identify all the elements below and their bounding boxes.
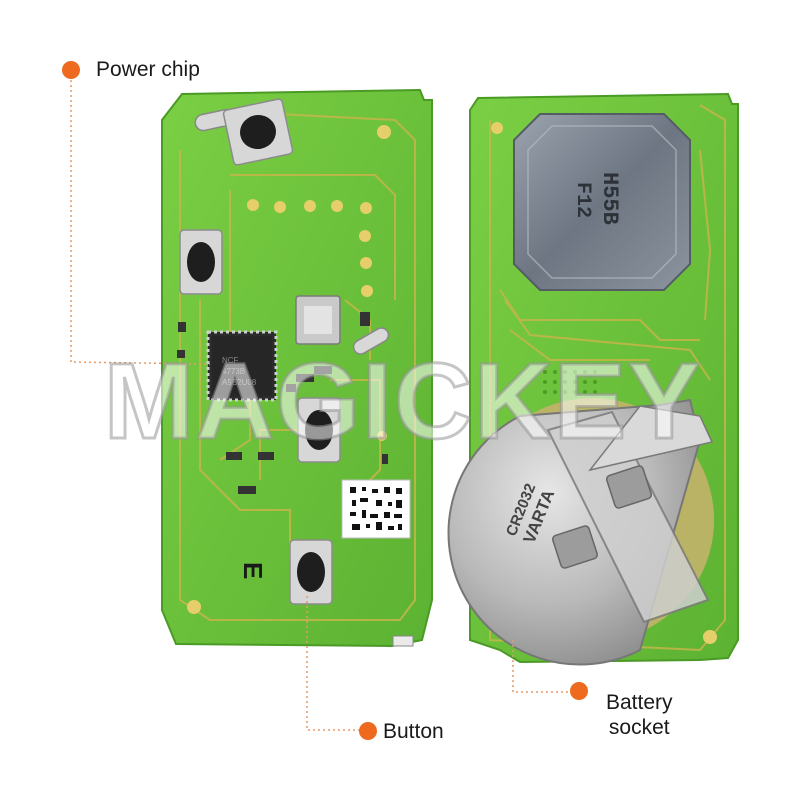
- battery-socket: CR2032 VARTA: [447, 398, 714, 666]
- left-pcb-board: NCF 4773B A5S2U08: [161, 88, 433, 648]
- button-label: Button: [383, 720, 444, 743]
- shield-marking-1: H55B: [597, 172, 622, 225]
- shield-marking-2: F12: [571, 182, 594, 218]
- power-chip-marking-2: 4773B: [222, 367, 245, 376]
- via-array: [543, 370, 597, 394]
- power-chip-leader: [70, 80, 211, 365]
- right-pcb-board: H55B F12 CR2032 VARTA: [447, 92, 739, 666]
- power-chip-marking-3: A5S2U08: [222, 378, 257, 387]
- watermark: MAGICKEY: [102, 339, 703, 463]
- tact-button: [289, 539, 333, 605]
- silkscreen-mark: E: [238, 562, 268, 579]
- tact-button: [222, 98, 294, 166]
- shielded-module: H55B F12: [513, 113, 691, 291]
- battery-socket-label-line1: Battery: [606, 691, 673, 714]
- small-crystal: [352, 327, 390, 355]
- tact-button: [297, 397, 341, 463]
- oscillator-module: [295, 295, 341, 345]
- battery-socket-bullet-icon: [570, 682, 588, 700]
- battery-socket-label: Battery socket: [606, 690, 673, 740]
- power-chip: NCF 4773B A5S2U08: [206, 330, 278, 402]
- smd-components: [177, 312, 414, 647]
- battery-socket-label-line2: socket: [608, 716, 670, 739]
- battery-leader: [512, 640, 570, 693]
- left-pcb-test-pads: [187, 125, 391, 614]
- tact-button: [179, 229, 223, 295]
- leader-lines: [70, 80, 570, 731]
- power-chip-bullet-icon: [62, 61, 80, 79]
- button-bullet-icon: [359, 722, 377, 740]
- qr-label: [341, 479, 411, 539]
- power-chip-marking-1: NCF: [222, 356, 239, 365]
- power-chip-label: Power chip: [96, 58, 200, 81]
